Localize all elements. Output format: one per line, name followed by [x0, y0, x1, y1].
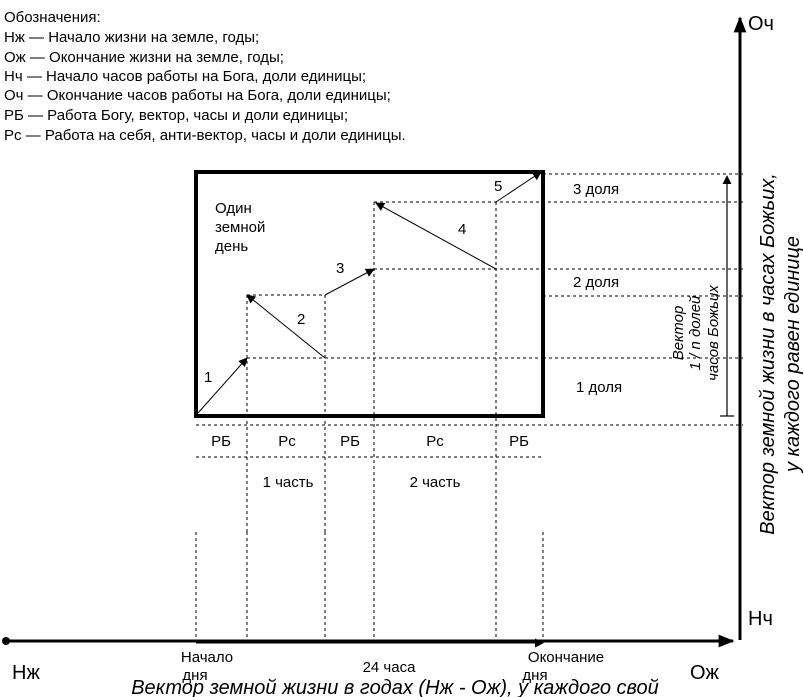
x-axis: Нж Ож Начало дня 24 часа Окончание дня В…: [2, 634, 735, 697]
y-axis-top-label: Оч: [748, 13, 774, 35]
part-2-label: 2 часть: [410, 474, 461, 491]
share-labels: 3 доля 2 доля 1 доля: [573, 181, 622, 396]
share-2-label: 2 доля: [573, 274, 619, 291]
segment-rs-2: Рс: [426, 433, 444, 450]
day-end-line2: дня: [522, 667, 547, 684]
legend-line-och: Оч — Окончание часов работы на Бога, дол…: [4, 87, 391, 104]
legend-line-rb: РБ — Работа Богу, вектор, часы и доли ед…: [4, 107, 348, 124]
dashed-guides: [195, 173, 743, 642]
segment-rb-3: РБ: [509, 433, 529, 450]
hours-label: 24 часа: [363, 659, 417, 676]
day-box: [194, 170, 545, 418]
day-label-line2: земной: [215, 219, 265, 236]
part-1-label: 1 часть: [263, 474, 314, 491]
x-axis-title: Вектор земной жизни в годах (Нж - Ож), у…: [131, 677, 659, 697]
segment-labels: РБ Рс РБ Рс РБ 1 часть 2 часть: [211, 433, 529, 491]
x-axis-left-label: Нж: [12, 662, 40, 684]
y-axis-bottom-label: Нч: [748, 608, 773, 630]
day-start-line2: дня: [182, 667, 207, 684]
step-number-2: 2: [297, 311, 305, 328]
y-axis-title-line2: у каждого равен единице: [782, 236, 804, 474]
legend-heading: Обозначения:: [4, 9, 101, 26]
step-number-3: 3: [336, 260, 344, 277]
day-start-line1: Начало: [181, 649, 233, 666]
shares-span-arrow: [720, 175, 734, 417]
vector-1n-label: Вектор 1 / n долей часов Божьих: [670, 285, 722, 381]
y-axis-title-line1: Вектор земной жизни в часах Божьих,: [757, 173, 779, 535]
y-axis: Оч Нч Вектор земной жизни в часах Божьих…: [733, 13, 804, 640]
share-3-label: 3 доля: [573, 181, 619, 198]
day-end-line1: Окончание: [528, 649, 604, 666]
legend: Обозначения: Нж — Начало жизни на земле,…: [4, 9, 406, 144]
legend-line-ozh: Ож — Окончание жизни на земле, годы;: [4, 49, 284, 66]
day-label-line1: Один: [215, 200, 252, 217]
step-vectors: [197, 171, 542, 414]
vector-5: [495, 171, 542, 203]
share-1-label: 1 доля: [576, 379, 622, 396]
legend-line-nch: Нч — Начало часов работы на Бога, доли е…: [4, 68, 366, 85]
vector-4: [375, 202, 497, 270]
vector-2: [246, 294, 326, 359]
x-axis-right-label: Ож: [690, 662, 720, 684]
step-number-5: 5: [494, 178, 502, 195]
vector-3: [324, 268, 375, 296]
legend-line-rs: Рс — Работа на себя, анти-вектор, часы и…: [4, 127, 406, 144]
vector-1n-line3: часов Божьих: [705, 285, 722, 381]
vector-1: [197, 357, 248, 414]
segment-rs-1: Рс: [278, 433, 296, 450]
segment-rb-1: РБ: [211, 433, 231, 450]
legend-line-nzh: Нж — Начало жизни на земле, годы;: [4, 29, 259, 46]
step-numbers: 1 2 3 4 5: [204, 178, 502, 386]
step-number-1: 1: [204, 369, 212, 386]
day-label-line3: день: [215, 238, 248, 255]
step-number-4: 4: [458, 221, 466, 238]
segment-rb-2: РБ: [340, 433, 360, 450]
day-label: Один земной день: [215, 200, 265, 255]
vector-1n-line1: Вектор: [670, 306, 687, 361]
vector-1n-line2: 1 / n долей: [687, 295, 704, 370]
